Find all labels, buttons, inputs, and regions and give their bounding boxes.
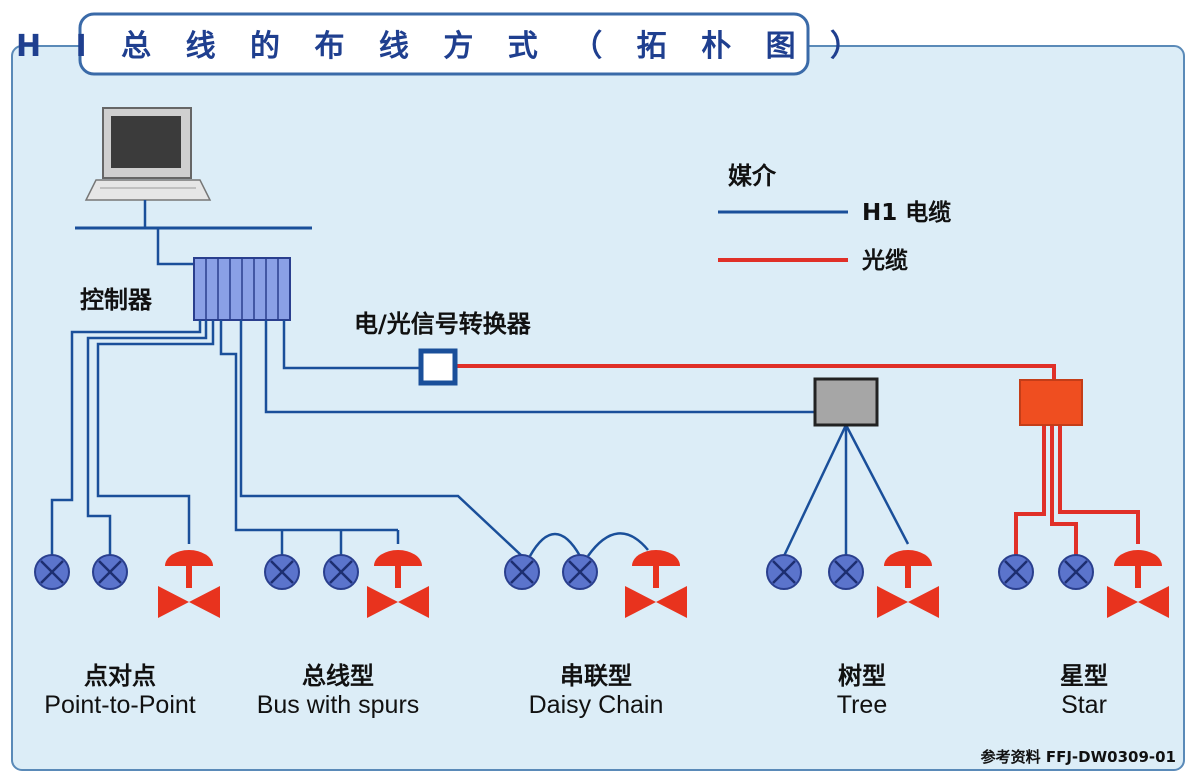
topology-label-en: Daisy Chain xyxy=(529,691,664,719)
diagram-title: H I 总 线 的 布 线 方 式 （ 拓 朴 图 ） xyxy=(16,29,872,64)
topology-label-cn: 总线型 xyxy=(302,662,374,690)
transmitter-icon xyxy=(1057,553,1095,591)
h1-cables xyxy=(50,320,910,557)
tree-junction-box xyxy=(813,377,879,427)
transmitter-icon xyxy=(997,553,1035,591)
computer-icon xyxy=(84,107,212,201)
legend: 媒介 H1 电缆 光缆 xyxy=(718,162,951,274)
topology-label-cn: 树型 xyxy=(838,662,886,690)
transmitter-icon xyxy=(322,553,360,591)
topology-label-en: Bus with spurs xyxy=(257,691,420,719)
topology-label-en: Tree xyxy=(837,691,887,719)
converter-box xyxy=(418,348,458,386)
topology-label-cn: 点对点 xyxy=(84,662,156,690)
controller-label: 控制器 xyxy=(80,286,153,314)
converter-label: 电/光信号转换器 xyxy=(354,310,532,338)
fiber-cables xyxy=(456,364,1140,556)
legend-h1-label: H1 电缆 xyxy=(862,199,951,226)
transmitter-icon xyxy=(827,553,865,591)
topology-label-cn: 串联型 xyxy=(560,662,632,690)
legend-fiber-label: 光缆 xyxy=(861,247,908,274)
transmitter-icon xyxy=(765,553,803,591)
topology-label-en: Star xyxy=(1061,691,1107,719)
star-junction-box xyxy=(1019,379,1083,426)
topology-label-en: Point-to-Point xyxy=(44,691,196,719)
topology-labels: 点对点 Point-to-Point 总线型 Bus with spurs 串联… xyxy=(44,662,1108,719)
controller-rack xyxy=(193,257,291,321)
transmitter-icon xyxy=(263,553,301,591)
reference-code: 参考资料 FFJ-DW0309-01 xyxy=(981,748,1176,766)
transmitter-icon xyxy=(91,553,129,591)
legend-heading: 媒介 xyxy=(728,162,777,190)
topology-label-cn: 星型 xyxy=(1060,662,1108,690)
transmitter-icon xyxy=(503,553,541,591)
transmitter-icon xyxy=(33,553,71,591)
title-box: H I 总 线 的 布 线 方 式 （ 拓 朴 图 ） xyxy=(16,12,872,76)
transmitter-icon xyxy=(561,553,599,591)
